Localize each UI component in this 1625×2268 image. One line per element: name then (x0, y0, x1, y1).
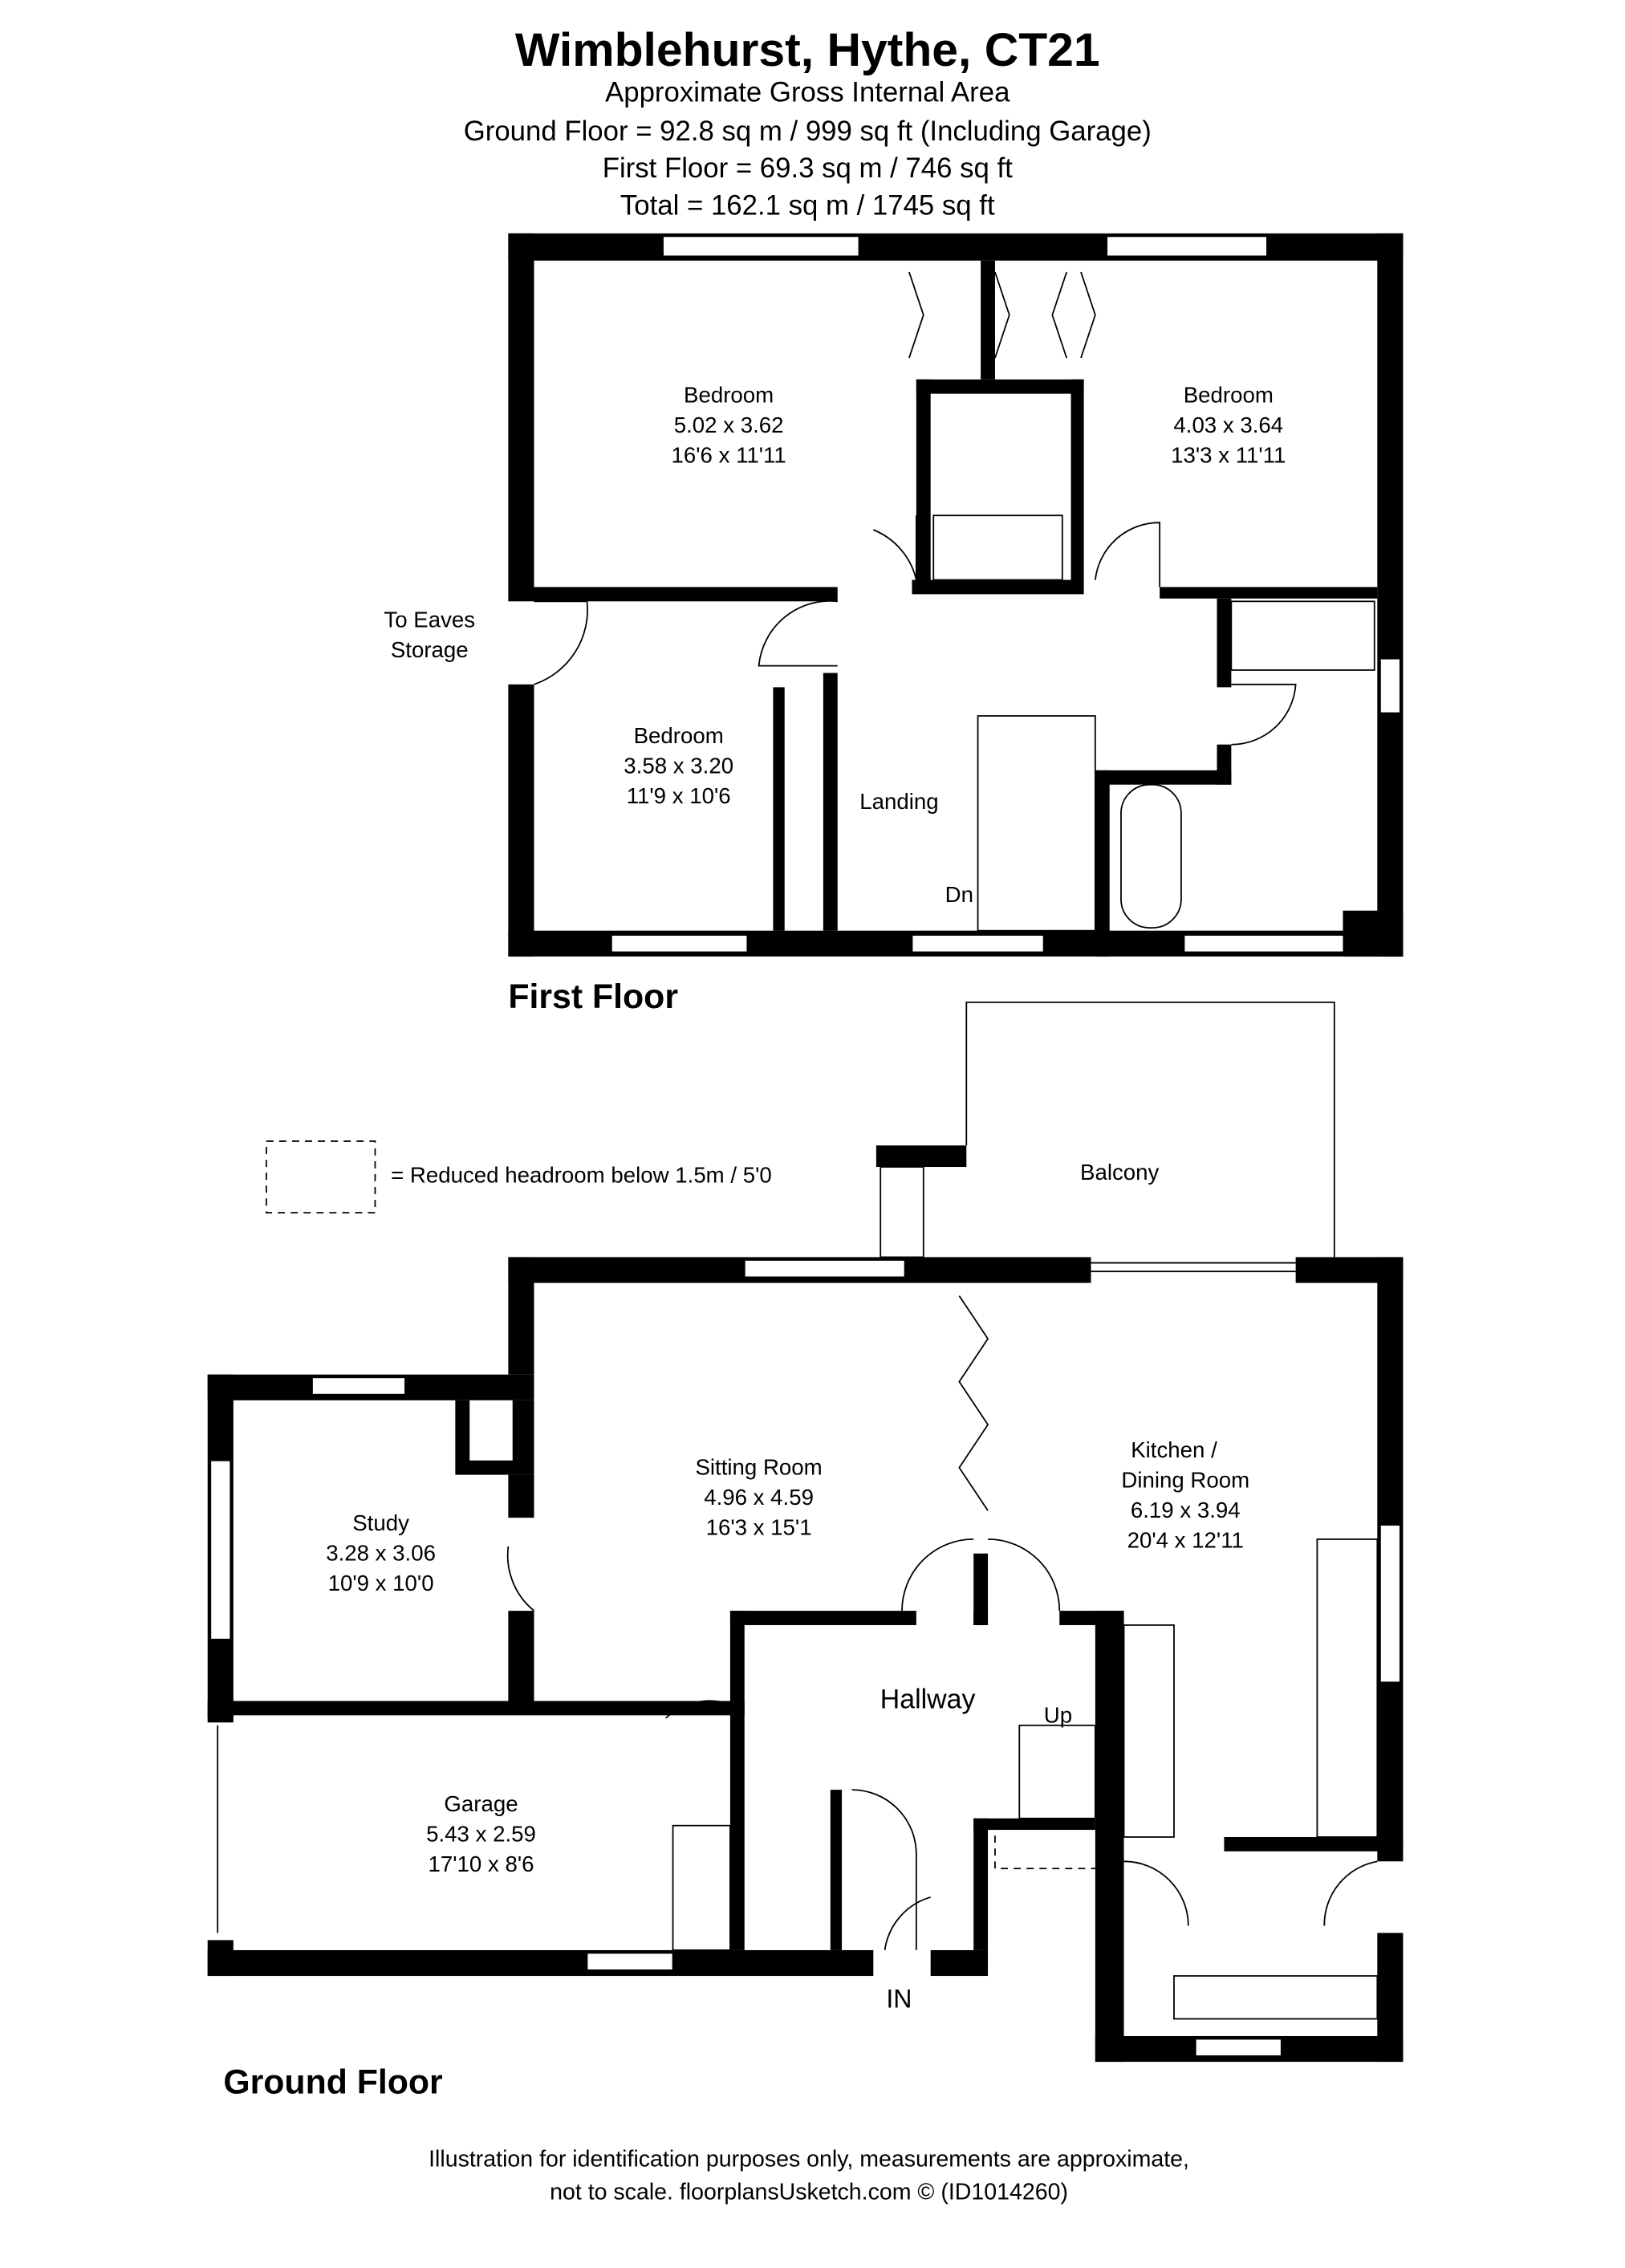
first-floor-area: First Floor = 69.3 sq m / 746 sq ft (603, 153, 1013, 184)
kitchen-name: Kitchen / (1131, 1437, 1217, 1462)
landing-label: Landing (859, 789, 938, 814)
first-floor-label: First Floor (508, 978, 678, 1016)
bedroom-3-imperial: 11'9 x 10'6 (627, 783, 731, 808)
bedroom-3-name: Bedroom (634, 723, 724, 748)
bedroom-2-name: Bedroom (1184, 382, 1274, 407)
kitchen-metric: 6.19 x 3.94 (1131, 1498, 1241, 1522)
stairs-up-label: Up (1044, 1702, 1072, 1727)
sitting-room-imperial: 16'3 x 15'1 (706, 1515, 812, 1540)
study-imperial: 10'9 x 10'0 (328, 1571, 434, 1595)
study-name: Study (352, 1510, 409, 1535)
disclaimer-line-2: not to scale. floorplansUsketch.com © (I… (550, 2179, 1068, 2205)
bedroom-1-metric: 5.02 x 3.62 (674, 413, 784, 437)
garage-name: Garage (444, 1791, 518, 1816)
entrance-label: IN (886, 1984, 912, 2013)
total-area: Total = 162.1 sq m / 1745 sq ft (620, 191, 995, 222)
bedroom-2-imperial: 13'3 x 11'11 (1171, 442, 1286, 467)
ground-floor-area: Ground Floor = 92.8 sq m / 999 sq ft (In… (464, 116, 1152, 147)
first-floor-plan (508, 233, 1404, 957)
reduced-headroom-legend: = Reduced headroom below 1.5m / 5'0 (391, 1163, 772, 1188)
disclaimer-line-1: Illustration for identification purposes… (429, 2146, 1189, 2172)
ground-floor-plan (207, 1001, 1404, 2063)
garage-imperial: 17'10 x 8'6 (428, 1851, 534, 1876)
ground-floor-label: Ground Floor (223, 2063, 442, 2101)
bedroom-2-metric: 4.03 x 3.64 (1173, 413, 1283, 437)
garage-metric: 5.43 x 2.59 (426, 1821, 536, 1846)
kitchen-imperial: 20'4 x 12'11 (1127, 1528, 1244, 1553)
reduced-headroom-legend-swatch (265, 1140, 376, 1214)
eaves-label-2: Storage (391, 637, 469, 662)
sitting-room-name: Sitting Room (695, 1455, 822, 1480)
bedroom-1-name: Bedroom (684, 382, 774, 407)
stairs-down-label: Dn (945, 882, 973, 907)
bedroom-1-imperial: 16'6 x 11'11 (672, 442, 786, 467)
eaves-label-1: To Eaves (384, 607, 475, 632)
title: Wimblehurst, Hythe, CT21 (515, 24, 1100, 76)
subtitle: Approximate Gross Internal Area (605, 78, 1010, 108)
study-metric: 3.28 x 3.06 (326, 1541, 436, 1566)
kitchen-name-2: Dining Room (1121, 1468, 1249, 1493)
hallway-label: Hallway (880, 1684, 976, 1714)
bedroom-3-metric: 3.58 x 3.20 (624, 753, 733, 778)
sitting-room-metric: 4.96 x 4.59 (704, 1485, 814, 1510)
balcony-label: Balcony (1080, 1160, 1160, 1185)
